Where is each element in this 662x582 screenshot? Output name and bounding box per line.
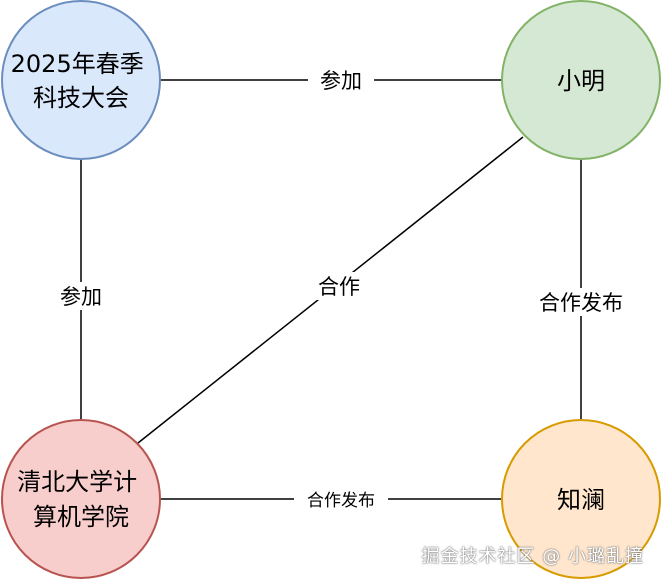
edge-label: 合作 <box>318 275 360 299</box>
node-xiaoming: 小明 <box>501 0 661 160</box>
edge-label: 参加 <box>60 285 102 309</box>
node-circle <box>1 0 161 160</box>
watermark: 掘金技术社区 @ 小璐乱撞 <box>421 546 644 567</box>
node-circle <box>501 0 661 160</box>
edge-label: 合作发布 <box>539 291 623 315</box>
edge-labels: 参加 参加 合作 合作发布 合作发布 <box>48 66 639 512</box>
node-label: 小明 <box>557 67 605 95</box>
node-tsinghua: 清北大学计 算机学院 <box>1 419 161 579</box>
node-label: 2025年春季 科技大会 <box>11 50 152 112</box>
node-label: 清北大学计 算机学院 <box>17 468 145 531</box>
node-label-line: 算机学院 <box>33 503 129 531</box>
node-label-line: 2025年春季 <box>11 50 144 78</box>
edge-label: 参加 <box>320 69 362 93</box>
node-circle <box>501 419 661 579</box>
node-label-line: 清北大学计 <box>17 468 137 496</box>
node-label-line: 科技大会 <box>33 84 129 112</box>
edge-label: 合作发布 <box>307 491 375 511</box>
node-conference: 2025年春季 科技大会 <box>1 0 161 160</box>
node-circle <box>1 419 161 579</box>
node-label: 知澜 <box>557 486 605 514</box>
node-zhilan: 知澜 <box>501 419 661 579</box>
